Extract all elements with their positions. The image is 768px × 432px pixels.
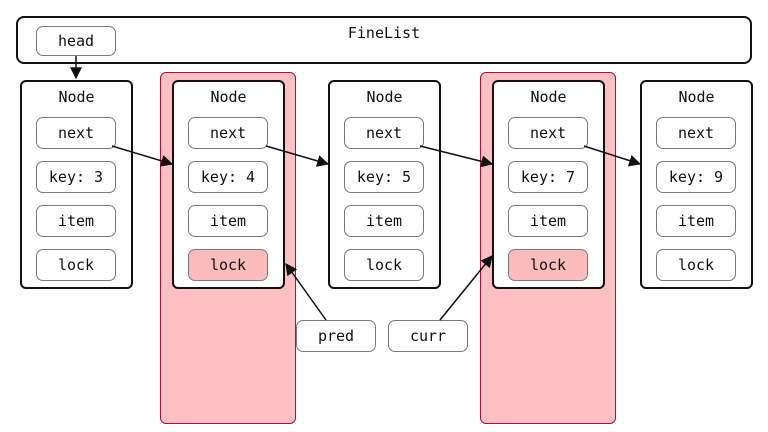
node-4-title: Node	[530, 88, 567, 106]
node-3-title: Node	[366, 88, 403, 106]
pred-pointer: pred	[296, 320, 376, 352]
node-4-lock-field-locked: lock	[508, 249, 588, 281]
node-4-next-field: next	[508, 117, 588, 149]
node-4-next-arrow	[583, 145, 642, 167]
node-5-lock-field: lock	[656, 249, 736, 281]
finelist-container	[16, 16, 752, 64]
node-1-key-field: key: 3	[36, 161, 116, 193]
node-5-next-field: next	[656, 117, 736, 149]
node-2-item-field: item	[188, 205, 268, 237]
finelist-title: FineList	[347, 24, 421, 42]
curr-pointer: curr	[388, 320, 468, 352]
node-1-item-field: item	[36, 205, 116, 237]
node-1-next-arrow	[111, 145, 174, 167]
node-3-key-field: key: 5	[344, 161, 424, 193]
curr-arrow	[439, 255, 493, 321]
node-2-key-field: key: 4	[188, 161, 268, 193]
head-field: head	[36, 26, 116, 56]
node-3-next-field: next	[344, 117, 424, 149]
node-4-item-field: item	[508, 205, 588, 237]
node-3-next-arrow	[419, 145, 494, 168]
node-5-key-field: key: 9	[656, 161, 736, 193]
node-2-lock-field-locked: lock	[188, 249, 268, 281]
node-3-item-field: item	[344, 205, 424, 237]
node-4-key-field: key: 7	[508, 161, 588, 193]
node-5-item-field: item	[656, 205, 736, 237]
node-1-title: Node	[58, 88, 95, 106]
node-1-next-field: next	[36, 117, 116, 149]
pred-arrow	[285, 263, 327, 321]
node-1-lock-field: lock	[36, 249, 116, 281]
node-2-title: Node	[210, 88, 247, 106]
node-2-next-field: next	[188, 117, 268, 149]
node-2-next-arrow	[265, 145, 330, 167]
node-5-title: Node	[678, 88, 715, 106]
node-3-lock-field: lock	[344, 249, 424, 281]
